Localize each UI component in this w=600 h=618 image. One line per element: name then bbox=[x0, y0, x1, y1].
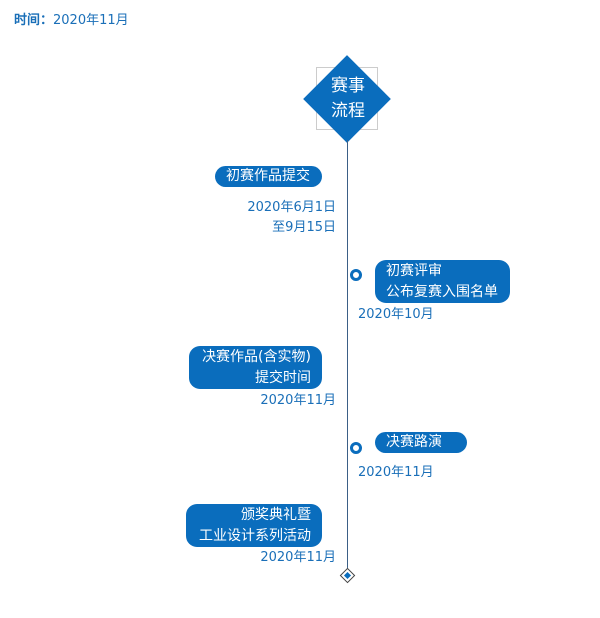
event-title: 初赛评审公布复赛入围名单 bbox=[375, 260, 510, 303]
date-line: 2020年6月1日 bbox=[247, 200, 336, 215]
title-line: 赛事 bbox=[331, 76, 365, 96]
timeline-axis bbox=[347, 140, 348, 570]
event-date: 2020年11月 bbox=[260, 391, 336, 411]
title-line: 初赛评审 bbox=[386, 263, 442, 279]
time-label: 时间： bbox=[14, 13, 54, 28]
time-value: 2020年11月 bbox=[53, 13, 129, 28]
date-line: 2020年10月 bbox=[358, 307, 434, 322]
date-line: 2020年11月 bbox=[358, 465, 434, 480]
title-line: 初赛作品提交 bbox=[226, 168, 310, 184]
event-title: 初赛作品提交 bbox=[215, 166, 322, 187]
event-title: 颁奖典礼暨工业设计系列活动 bbox=[186, 504, 322, 547]
timeline-dot-icon bbox=[350, 269, 362, 281]
timeline-title: 赛事流程 bbox=[317, 74, 379, 124]
title-line: 工业设计系列活动 bbox=[199, 528, 311, 544]
date-line: 至9月15日 bbox=[272, 220, 336, 235]
title-line: 颁奖典礼暨 bbox=[241, 507, 311, 523]
title-line: 公布复赛入围名单 bbox=[386, 284, 498, 300]
date-line: 2020年11月 bbox=[260, 393, 336, 408]
event-date: 2020年10月 bbox=[358, 305, 434, 325]
event-title: 决赛作品(含实物) 提交时间 bbox=[189, 346, 322, 389]
timeline-dot-icon bbox=[350, 442, 362, 454]
event-date: 2020年11月 bbox=[358, 463, 434, 483]
date-line: 2020年11月 bbox=[260, 550, 336, 565]
timeline-end-diamond-icon bbox=[339, 567, 356, 584]
time-header: 时间：2020年11月 bbox=[14, 9, 129, 28]
event-date: 2020年6月1日至9月15日 bbox=[247, 198, 336, 238]
event-title: 决赛路演 bbox=[375, 432, 467, 453]
title-line: 决赛路演 bbox=[386, 434, 442, 450]
title-line: 流程 bbox=[331, 101, 365, 121]
title-line: 提交时间 bbox=[255, 370, 311, 386]
event-date: 2020年11月 bbox=[260, 548, 336, 568]
title-line: 决赛作品(含实物) bbox=[202, 349, 311, 365]
